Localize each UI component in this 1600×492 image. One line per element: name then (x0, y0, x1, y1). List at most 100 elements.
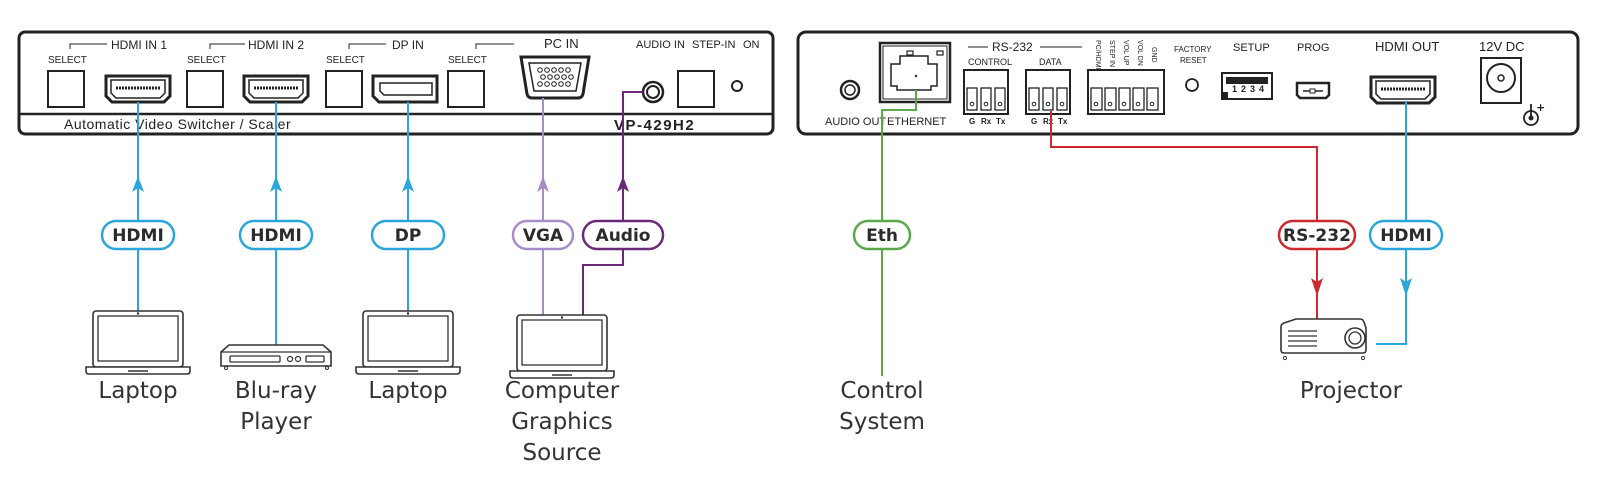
select-2-button[interactable] (186, 70, 224, 108)
control-caption-line2: System (839, 409, 925, 435)
select-3-button[interactable] (325, 70, 363, 108)
svg-text:+: + (1536, 101, 1545, 114)
hdmi-in-2-label: HDMI IN 2 (248, 38, 304, 52)
computer-caption-line2: Graphics (511, 409, 613, 435)
svg-text:Audio: Audio (596, 226, 651, 246)
pc-in-label: PC IN (544, 36, 579, 51)
hdmi-out-label: HDMI OUT (1375, 39, 1439, 54)
computer-caption-line1: Computer (505, 378, 620, 404)
power-jack (1480, 57, 1522, 104)
select-4-button[interactable] (447, 70, 485, 108)
hdmi-in-1-label: HDMI IN 1 (111, 38, 167, 52)
dip-1: 1 (1232, 84, 1237, 94)
dip-2: 2 (1241, 84, 1246, 94)
dp-in-label: DP IN (392, 38, 424, 52)
pill-hdmi-1: HDMI (100, 219, 176, 251)
cables (132, 90, 1412, 376)
on-label: ON (743, 39, 760, 51)
select-1-button[interactable] (47, 70, 85, 108)
hdmi-in-2-group: HDMI IN 2 SELECT (186, 38, 310, 108)
gpio-label-pc-hdmi: PC/HDMI (1094, 40, 1101, 70)
power-label: 12V DC (1479, 39, 1525, 54)
bluray-caption-line2: Player (240, 409, 312, 435)
gpio-label-vol-dn: VOL DN (1136, 40, 1143, 66)
reset-label: RESET (1180, 56, 1207, 65)
polarity-icon: + (1523, 101, 1545, 126)
pill-audio: Audio (581, 219, 665, 251)
cable-hdmi-out (1376, 101, 1407, 345)
model-label: VP-429H2 (614, 117, 695, 134)
select-1-label: SELECT (48, 55, 87, 66)
rs232-label: RS-232 (992, 40, 1033, 54)
factory-reset-button[interactable] (1185, 78, 1199, 92)
on-led (731, 80, 743, 92)
prog-label: PROG (1297, 42, 1329, 54)
arrow-up-icon (402, 176, 414, 192)
rs232-data-terminal (1025, 69, 1071, 115)
pill-hdmi-out: HDMI (1368, 219, 1444, 251)
vga-port (519, 55, 591, 100)
bluray-caption-line1: Blu-ray (235, 378, 317, 404)
svg-text:VGA: VGA (523, 226, 564, 246)
pin-g-control: G (969, 117, 975, 126)
pc-in-group: PC IN (519, 36, 591, 100)
audio-in-jack (641, 80, 665, 104)
arrow-up-icon (537, 176, 549, 192)
arrow-up-icon (270, 176, 282, 192)
data-label: DATA (1039, 57, 1062, 67)
setup-label: SETUP (1233, 42, 1270, 54)
svg-text:HDMI: HDMI (1380, 226, 1432, 246)
rear-panel: AUDIO OUT ETHERNET RS-232 CONTROL DATA (796, 30, 1580, 136)
projector-icon (1280, 318, 1367, 361)
pin-tx-control: Tx (996, 117, 1006, 126)
hdmi-in-1-port (104, 74, 172, 104)
pill-hdmi-2: HDMI (238, 219, 314, 251)
laptop-1-icon (85, 310, 191, 375)
laptop-1-caption: Laptop (98, 378, 177, 404)
dip-3: 3 (1250, 84, 1255, 94)
laptop-2-icon (355, 310, 461, 375)
pill-vga: VGA (511, 219, 575, 251)
projector-caption: Projector (1300, 378, 1403, 404)
gpio-label-step-in: STEP IN (1108, 40, 1115, 67)
step-in-button[interactable] (677, 70, 715, 108)
svg-text:Eth: Eth (866, 226, 898, 246)
pill-eth: Eth (852, 219, 912, 251)
svg-text:DP: DP (395, 226, 422, 246)
prog-usb-port (1295, 81, 1331, 100)
hdmi-in-1-group: HDMI IN 1 SELECT (47, 38, 172, 108)
computer-icon (509, 314, 615, 379)
step-in-label: STEP-IN (692, 39, 735, 51)
front-panel: Automatic Video Switcher / Scaler VP-429… (17, 30, 775, 136)
hdmi-out-port (1369, 75, 1437, 105)
laptop-2-caption: Laptop (368, 378, 447, 404)
svg-text:RS-232: RS-232 (1283, 226, 1351, 246)
select-4-label: SELECT (448, 55, 487, 66)
control-label: CONTROL (968, 57, 1012, 67)
computer-caption-line3: Source (523, 440, 602, 466)
pin-tx-data: Tx (1058, 117, 1068, 126)
select-4-group: SELECT (447, 43, 514, 108)
svg-text:HDMI: HDMI (112, 226, 164, 246)
gpio-label-vol-up: VOL UP (1122, 40, 1129, 66)
arrow-down-icon (1311, 278, 1323, 296)
select-2-label: SELECT (187, 55, 226, 66)
audio-in-label: AUDIO IN (636, 39, 685, 51)
gpio-terminal (1087, 69, 1165, 115)
svg-text:HDMI: HDMI (250, 226, 302, 246)
pin-rx-control: Rx (981, 117, 992, 126)
setup-dip-switch[interactable] (1221, 72, 1273, 100)
gpio-label-gnd: GND (1150, 47, 1157, 63)
select-3-label: SELECT (326, 55, 365, 66)
control-caption-line1: Control (840, 378, 923, 404)
dip-4: 4 (1259, 84, 1264, 94)
pin-g-data: G (1031, 117, 1037, 126)
hdmi-in-2-port (242, 74, 310, 104)
pin-rx-data: Rx (1043, 117, 1054, 126)
pill-rs232: RS-232 (1277, 219, 1357, 251)
factory-label: FACTORY (1174, 45, 1212, 54)
rs232-control-terminal (963, 69, 1009, 115)
arrow-up-icon (132, 176, 144, 192)
ethernet-label: ETHERNET (887, 116, 947, 128)
